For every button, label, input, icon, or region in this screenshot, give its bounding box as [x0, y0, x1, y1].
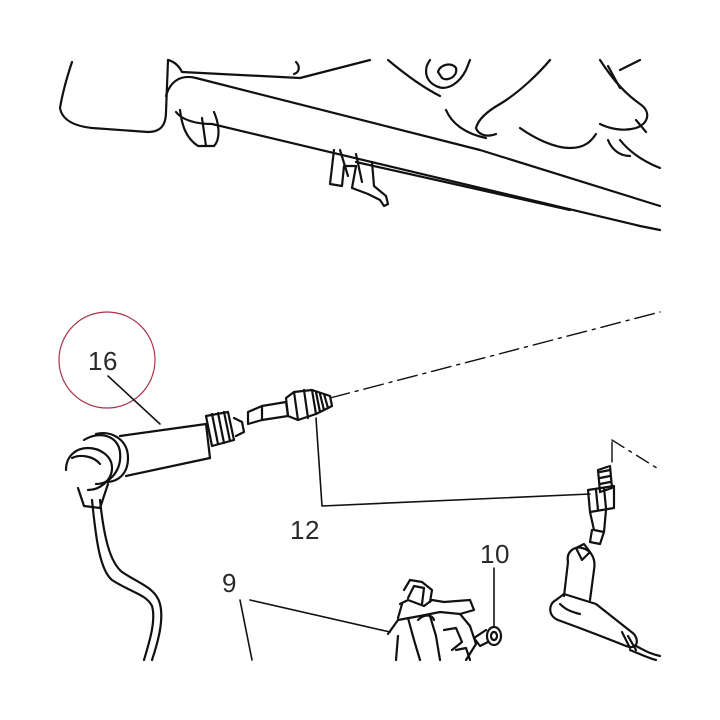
part-16-ignition-coil	[64, 410, 246, 662]
frame-assembly	[58, 58, 662, 232]
highlight-circle	[58, 311, 156, 409]
leader-line-16	[107, 375, 161, 425]
part-9-bracket	[386, 578, 478, 662]
part-10-screw	[472, 625, 503, 648]
part-label-9: 9	[222, 568, 237, 598]
leader-line-9a	[249, 599, 391, 633]
leader-line-12	[315, 417, 591, 507]
part-label-16: 16	[88, 346, 118, 376]
part-label-12: 12	[290, 515, 320, 545]
part-plug-boot-right	[549, 542, 662, 662]
axis-center-line	[329, 311, 661, 471]
leader-line-9b	[239, 599, 253, 661]
part-label-10: 10	[480, 539, 510, 569]
part-12-spark-plug-left	[246, 388, 334, 426]
part-12-spark-plug-right	[586, 464, 616, 546]
